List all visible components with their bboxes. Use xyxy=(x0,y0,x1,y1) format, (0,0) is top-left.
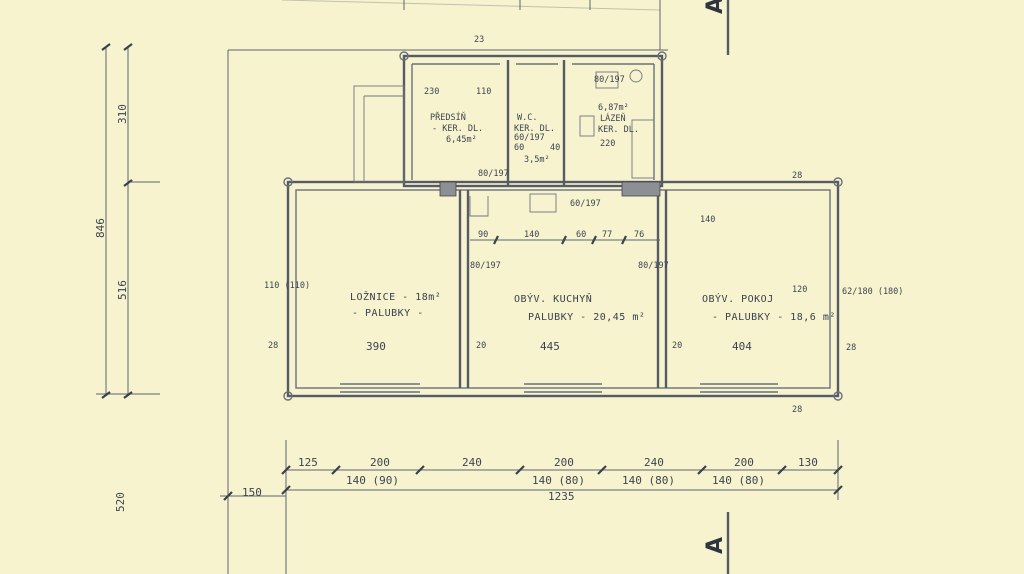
interior-dimensions: 90 140 60 77 76 80/197 80/197 80/197 60/… xyxy=(264,35,903,415)
room-floor-predsin: - KER. DL. xyxy=(432,124,483,134)
corner-markers xyxy=(283,51,843,401)
main-walls xyxy=(286,180,840,398)
bottom-dimensions: 125 200 240 200 240 200 130 140 (90) 140… xyxy=(220,440,843,574)
dim-wall-2: 20 xyxy=(672,341,682,351)
dim-bottom-3: 200 xyxy=(554,456,574,469)
room-floor-wc: KER. DL. xyxy=(514,124,555,134)
dim-door-3: 60/197 xyxy=(570,199,601,209)
dim-opening-1: 140 (80) xyxy=(532,474,585,487)
dim-wall-4: 28 xyxy=(792,171,802,181)
room-floor-pokoj: - PALUBKY - 18,6 m² xyxy=(712,312,836,323)
room-floor-kuchyn: PALUBKY - 20,45 m² xyxy=(528,312,645,323)
dim-wall-0: 28 xyxy=(268,341,278,351)
dim-interior-3: 77 xyxy=(602,230,612,240)
dim-small-3: 60 xyxy=(514,143,524,153)
section-label-top: A xyxy=(703,0,728,14)
dim-opening-3: 140 (80) xyxy=(712,474,765,487)
room-area-wc: 3,5m² xyxy=(524,155,550,165)
dim-opening-2: 140 (80) xyxy=(622,474,675,487)
dim-left-total: 846 xyxy=(94,218,107,238)
dim-interior-4: 76 xyxy=(634,230,644,240)
room-width-loznice: 390 xyxy=(366,340,386,353)
dim-small-2: 40 xyxy=(550,143,560,153)
dim-door-4: 60/197 xyxy=(514,133,545,143)
dim-left-0: 310 xyxy=(116,104,129,124)
section-label-bottom: A xyxy=(703,537,728,554)
room-width-kuchyn: 445 xyxy=(540,340,560,353)
room-width-lazen: 220 xyxy=(600,139,615,149)
dim-interior-0: 90 xyxy=(478,230,488,240)
dim-wall-3: 28 xyxy=(846,343,856,353)
dim-wall-6: 23 xyxy=(474,35,484,45)
dim-total-width: 1235 xyxy=(548,490,575,503)
dim-window-1: 62/180 (180) xyxy=(842,287,903,297)
room-floor-lazen: KER. DL. xyxy=(598,125,639,135)
dim-left-margin: 150 xyxy=(242,486,262,499)
room-area-lazen: 6,87m² xyxy=(598,103,629,113)
dim-bottom-1: 200 xyxy=(370,456,390,469)
room-labels: LOŽNICE - 18m² - PALUBKY - 390 OBÝV. KUC… xyxy=(350,103,836,353)
room-name-loznice: LOŽNICE - 18m² xyxy=(350,290,441,303)
dim-bottom-5: 200 xyxy=(734,456,754,469)
dim-opening-0: 140 (90) xyxy=(346,474,399,487)
service-block-walls xyxy=(353,54,664,217)
dim-interior-1: 140 xyxy=(524,230,539,240)
dim-bottom-2: 240 xyxy=(462,456,482,469)
dim-interior-2: 60 xyxy=(576,230,586,240)
room-width-pokoj: 404 xyxy=(732,340,752,353)
dim-door-5: 80/197 xyxy=(594,75,625,85)
section-marks: A A xyxy=(703,0,730,574)
dim-left-lower: 520 xyxy=(114,492,127,512)
room-name-wc: W.C. xyxy=(517,113,537,123)
dim-wall-5: 28 xyxy=(792,405,802,415)
dim-bottom-6: 130 xyxy=(798,456,818,469)
dim-window-2: 120 xyxy=(792,285,807,295)
dim-door-0: 80/197 xyxy=(470,261,501,271)
dim-bottom-0: 125 xyxy=(298,456,318,469)
room-name-lazen: LÁZEŇ xyxy=(600,112,626,124)
room-floor-loznice: - PALUBKY - xyxy=(352,308,424,319)
dim-window-3: 140 xyxy=(700,215,715,225)
room-name-predsin: PŘEDSÍŇ xyxy=(430,111,466,123)
site-lines xyxy=(227,0,668,574)
dim-left-1: 516 xyxy=(116,280,129,300)
dim-wall-1: 20 xyxy=(476,341,486,351)
dim-bottom-4: 240 xyxy=(644,456,664,469)
dim-small-1: 110 xyxy=(476,87,491,97)
room-area-predsin: 6,45m² xyxy=(446,135,477,145)
dim-window-0: 110 (110) xyxy=(264,281,310,291)
left-dimensions: 310 516 846 520 xyxy=(94,43,160,512)
dim-small-0: 230 xyxy=(424,87,439,97)
dim-door-1: 80/197 xyxy=(638,261,669,271)
room-name-pokoj: OBÝV. POKOJ xyxy=(702,292,774,305)
room-name-kuchyn: OBÝV. KUCHYŇ xyxy=(514,292,592,305)
dim-door-2: 80/197 xyxy=(478,169,509,179)
